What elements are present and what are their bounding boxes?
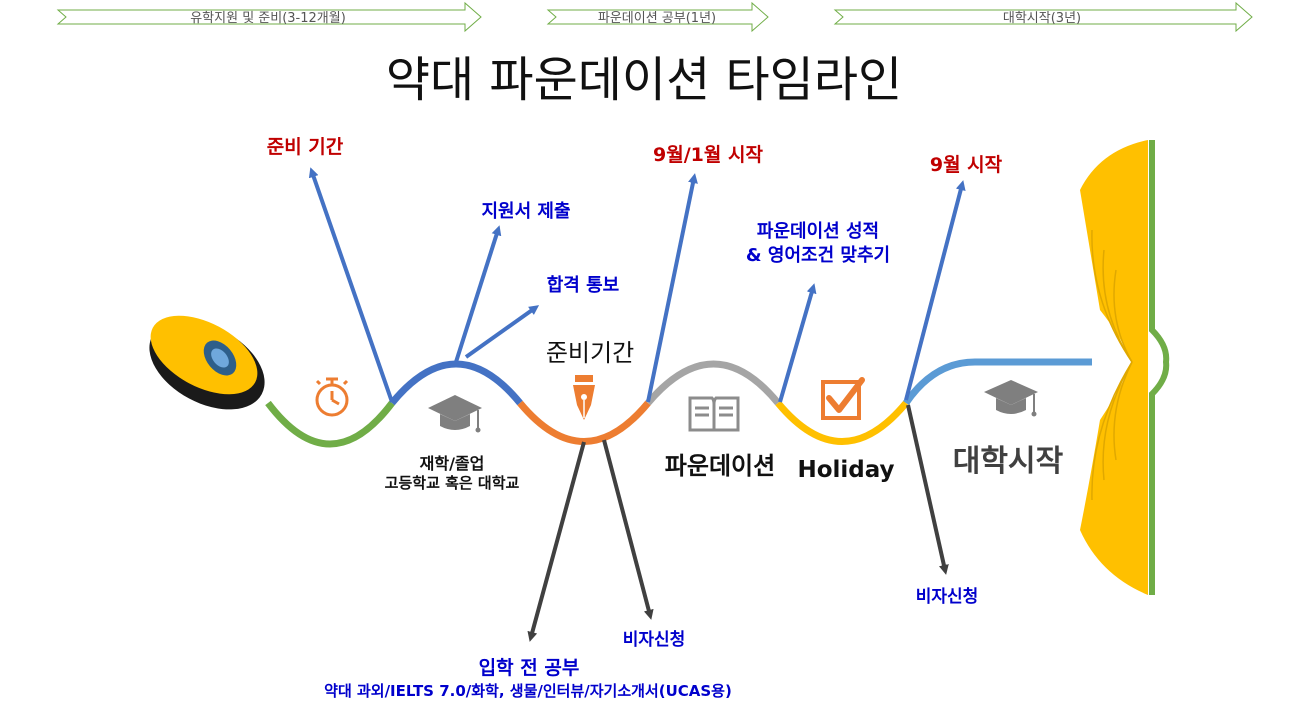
header-arrow-label: 대학시작(3년) <box>1003 11 1081 26</box>
book-icon <box>690 398 738 430</box>
checkbox-icon <box>823 380 862 418</box>
label-prep-period: 준비 기간 <box>267 136 344 158</box>
label-application: 지원서 제출 <box>481 201 570 222</box>
pen-nib-icon <box>573 375 595 420</box>
header-arrow-label: 유학지원 및 준비(3-12개월) <box>190 11 346 26</box>
arrow-pre-study <box>531 442 584 637</box>
label-foundation-grades-1: 파운데이션 성적 <box>757 221 879 242</box>
label-foundation-grades-2: & 영어조건 맞추기 <box>746 245 890 266</box>
arrow-acceptance <box>466 308 535 357</box>
label-student-line1: 재학/졸업 <box>420 454 485 473</box>
label-university-start: 대학시작 <box>953 444 1064 479</box>
label-pre-study-title: 입학 전 공부 <box>479 657 580 679</box>
label-visa-2: 비자신청 <box>916 586 979 607</box>
label-student-line2: 고등학교 혹은 대학교 <box>385 474 520 492</box>
label-start-sep: 9월 시작 <box>930 154 1003 176</box>
label-foundation: 파운데이션 <box>665 452 775 480</box>
graduation-cap-icon <box>428 395 482 433</box>
label-pre-study-detail: 약대 과외/IELTS 7.0/화학, 생물/인터뷰/자기소개서(UCAS용) <box>324 682 732 700</box>
label-visa-1: 비자신청 <box>623 629 686 650</box>
label-acceptance: 합격 통보 <box>547 274 620 296</box>
arrow-application <box>456 230 498 362</box>
header-arrow-1: 유학지원 및 준비(3-12개월) <box>58 3 481 31</box>
header-arrow-2: 파운데이션 공부(1년) <box>548 3 768 31</box>
label-prep-period-2: 준비기간 <box>546 339 634 367</box>
arrow-visa-2 <box>908 405 945 570</box>
graduation-cap-icon <box>984 380 1038 417</box>
stopwatch-icon <box>317 379 347 415</box>
arrow-foundation-grades <box>780 288 813 402</box>
open-book-icon <box>1080 140 1166 595</box>
label-start-sep-jan: 9월/1월 시작 <box>653 144 763 166</box>
wave-segment-green <box>268 403 392 444</box>
label-holiday: Holiday <box>797 457 894 483</box>
mouse-icon <box>134 300 279 428</box>
header-arrow-label: 파운데이션 공부(1년) <box>598 11 716 26</box>
header-arrow-3: 대학시작(3년) <box>835 3 1252 31</box>
arrow-prep-period <box>312 172 392 402</box>
arrow-visa-1 <box>604 440 650 615</box>
page-title: 약대 파운데이션 타임라인 <box>386 52 902 108</box>
